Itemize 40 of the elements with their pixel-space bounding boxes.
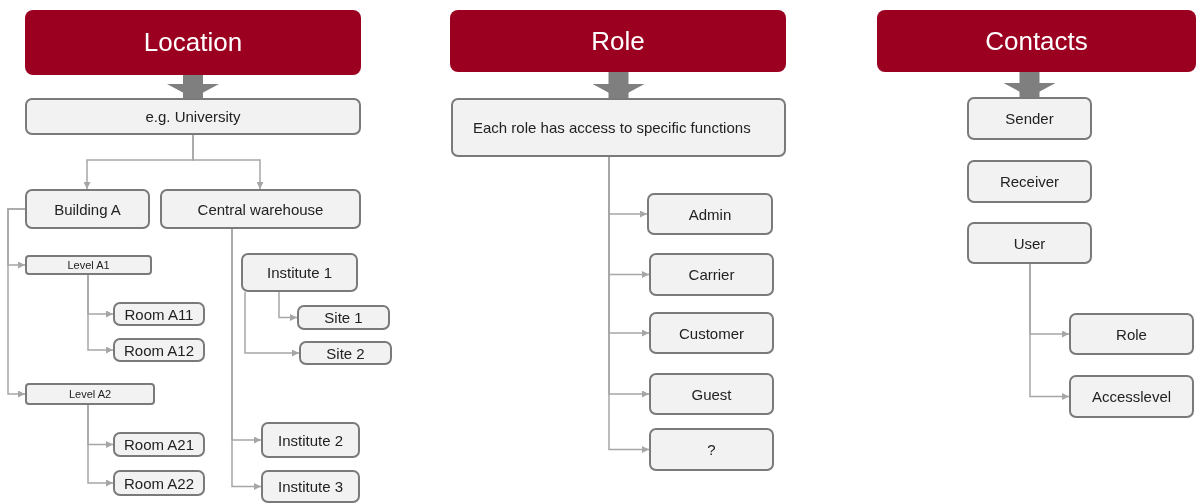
process-box: Carrier — [649, 253, 774, 296]
connector-arrow — [608, 156, 650, 453]
process-box: Central warehouse — [160, 189, 361, 229]
block-arrow — [167, 75, 219, 98]
section-header: Location — [25, 10, 361, 75]
process-box: Institute 3 — [261, 470, 360, 503]
process-box: Role — [1069, 313, 1194, 355]
process-box: Level A1 — [25, 255, 152, 275]
process-box: Room A12 — [113, 338, 205, 362]
process-box: Guest — [649, 373, 774, 415]
connector-arrow — [87, 404, 114, 487]
process-box: Room A21 — [113, 432, 205, 457]
process-box: Institute 2 — [261, 422, 360, 458]
process-box: ? — [649, 428, 774, 471]
process-box: Institute 1 — [241, 253, 358, 292]
process-box: e.g. University — [25, 98, 361, 135]
section-header: Role — [450, 10, 786, 72]
process-box: Accesslevel — [1069, 375, 1194, 418]
connector-arrow — [87, 274, 114, 354]
process-box: Level A2 — [25, 383, 155, 405]
connector-arrow — [278, 291, 298, 321]
process-box: Site 1 — [297, 305, 390, 330]
connector-arrow — [1029, 263, 1070, 400]
section-header: Contacts — [877, 10, 1196, 72]
block-arrow — [1003, 72, 1056, 97]
process-box: Each role has access to specific functions — [451, 98, 786, 157]
process-box: Building A — [25, 189, 150, 229]
process-box: Customer — [649, 312, 774, 354]
process-box: Receiver — [967, 160, 1092, 203]
connector-arrow — [192, 134, 264, 190]
process-box: Admin — [647, 193, 773, 235]
process-box: Room A11 — [113, 302, 205, 326]
connector-arrow — [231, 228, 262, 490]
connector-arrow — [7, 208, 26, 398]
process-box: User — [967, 222, 1092, 264]
process-box: Sender — [967, 97, 1092, 140]
process-box: Site 2 — [299, 341, 392, 365]
connector-arrow — [244, 291, 300, 357]
block-arrow — [592, 72, 645, 98]
process-box: Room A22 — [113, 470, 205, 496]
